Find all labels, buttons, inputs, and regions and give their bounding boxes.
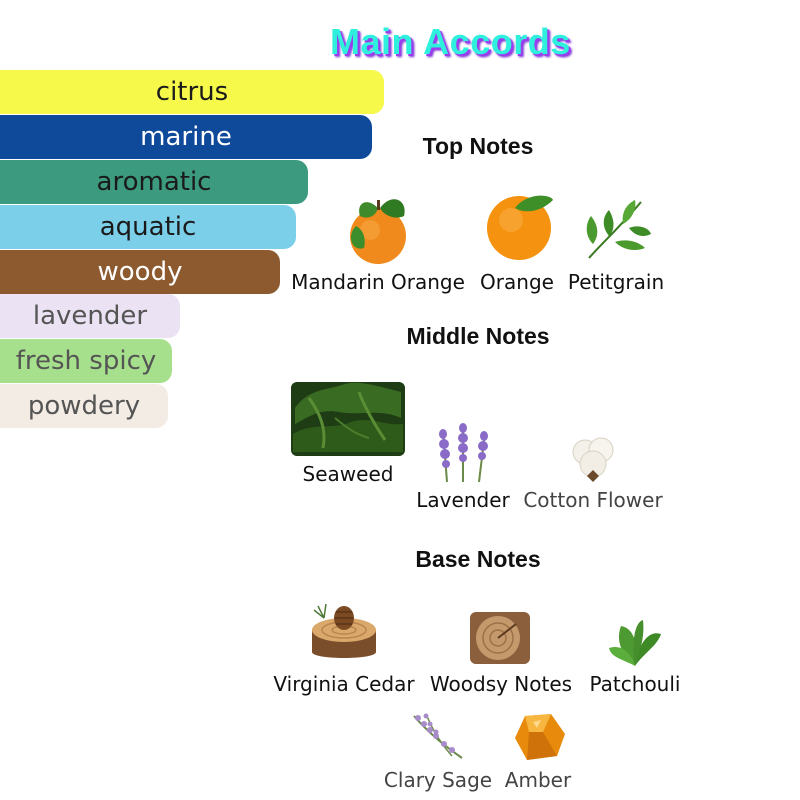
note-woodsy-notes: Woodsy Notes [423, 604, 579, 696]
accord-label: aromatic [96, 167, 212, 197]
accord-label: citrus [155, 77, 229, 107]
note-label: Patchouli [589, 672, 681, 696]
note-lavender: Lavender [412, 420, 514, 512]
middle-notes-heading: Middle Notes [406, 323, 550, 349]
woodsy-notes-icon [470, 612, 530, 664]
note-label: Amber [504, 768, 572, 792]
orange-icon [487, 195, 553, 260]
note-petitgrain: Petitgrain [563, 192, 669, 294]
virginia-cedar-icon [312, 603, 376, 658]
accord-label: marine [140, 122, 232, 152]
clary-sage-icon [413, 713, 463, 759]
accord-label: fresh spicy [15, 346, 157, 376]
amber-icon [515, 714, 565, 760]
note-mandarin-orange: Mandarin Orange [287, 186, 469, 294]
note-label: Orange [480, 270, 554, 294]
note-label: Cotton Flower [523, 488, 663, 512]
seaweed-icon [291, 382, 405, 456]
accord-label: powdery [27, 391, 141, 421]
accord-label: lavender [32, 301, 148, 331]
petitgrain-icon [586, 200, 651, 259]
accord-bar-fresh-spicy: fresh spicy [0, 339, 172, 383]
lavender-icon [439, 423, 488, 483]
note-label: Petitgrain [567, 270, 665, 294]
note-label: Virginia Cedar [273, 672, 415, 696]
accord-bar-aquatic: aquatic [0, 205, 296, 249]
patchouli-icon [609, 620, 661, 666]
accord-label: aquatic [99, 212, 197, 242]
note-amber: Amber [500, 708, 576, 792]
accord-bar-woody: woody [0, 250, 280, 294]
cotton-flower-icon [572, 437, 614, 482]
accord-label: woody [97, 257, 183, 287]
note-cotton-flower: Cotton Flower [516, 430, 670, 512]
note-orange: Orange [474, 186, 560, 294]
accord-bar-citrus: citrus [0, 70, 384, 114]
note-label: Mandarin Orange [291, 270, 465, 294]
note-clary-sage: Clary Sage [381, 706, 495, 792]
note-label: Woodsy Notes [429, 672, 573, 696]
note-label: Lavender [416, 488, 510, 512]
top-notes-heading: Top Notes [422, 133, 534, 159]
accord-bar-marine: marine [0, 115, 372, 159]
note-seaweed: Seaweed [288, 378, 408, 486]
accord-bar-aromatic: aromatic [0, 160, 308, 204]
base-notes-heading: Base Notes [415, 546, 541, 572]
note-label: Clary Sage [383, 768, 493, 792]
mandarin-orange-icon [350, 199, 406, 264]
note-label: Seaweed [302, 462, 394, 486]
accord-bar-lavender: lavender [0, 294, 180, 338]
main-accords-title: Main Accords [330, 21, 571, 62]
accord-bar-powdery: powdery [0, 384, 168, 428]
note-virginia-cedar: Virginia Cedar [268, 600, 420, 696]
note-patchouli: Patchouli [585, 612, 685, 696]
